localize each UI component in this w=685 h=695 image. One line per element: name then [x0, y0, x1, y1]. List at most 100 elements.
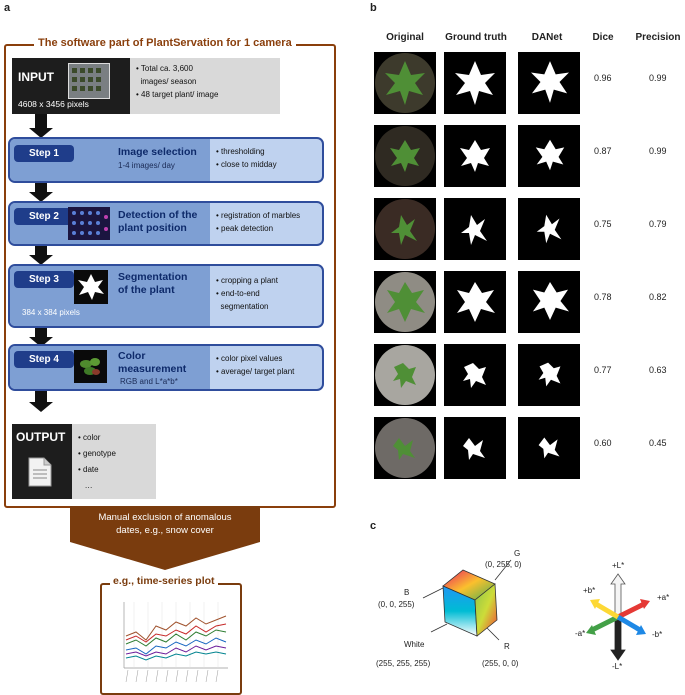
step-4-bullet: • average/ target plant — [216, 367, 295, 376]
step-3-title: Segmentation of the plant — [118, 271, 187, 297]
r-label: R — [504, 642, 510, 651]
input-bullet: • 48 target plant/ image — [136, 90, 219, 99]
original-image — [374, 344, 436, 411]
dice-value: 0.96 — [594, 73, 612, 83]
flow-arrow-head — [29, 128, 53, 138]
danet-mask — [518, 344, 580, 411]
step-2-badge: Step 2 — [14, 208, 74, 225]
input-bullet: images/ season — [136, 77, 197, 86]
step-4-badge: Step 4 — [14, 351, 74, 368]
step-1-bullet: • thresholding — [216, 147, 265, 156]
exclusion-text: dates, e.g., snow cover — [116, 525, 214, 536]
step-2-title-line: Detection of the — [118, 209, 198, 221]
step-1-bullets: • thresholding • close to midday — [216, 145, 277, 171]
output-box: OUTPUT — [12, 424, 72, 499]
step-4-bullet: • color pixel values — [216, 354, 283, 363]
output-bullet: • color — [78, 433, 101, 442]
step-1-box: Step 1 Image selection 1-4 images/ day •… — [8, 137, 324, 183]
precision-value: 0.63 — [649, 365, 667, 375]
plus-b-label: +b* — [583, 586, 596, 595]
step-4-sub: RGB and L*a*b* — [120, 377, 178, 386]
flow-arrow-head — [29, 192, 53, 202]
exclusion-text: Manual exclusion of anomalous — [98, 512, 232, 523]
precision-value: 0.99 — [649, 73, 667, 83]
original-image — [374, 198, 436, 265]
step-4-title-line: measurement — [118, 363, 187, 375]
original-image — [374, 125, 436, 192]
dice-value: 0.77 — [594, 365, 612, 375]
flow-arrow-head — [29, 402, 53, 412]
input-details: • Total ca. 3,600 images/ season • 48 ta… — [130, 58, 280, 114]
white-value: (255, 255, 255) — [376, 659, 431, 668]
danet-mask — [518, 417, 580, 484]
step-1-sub: 1-4 images/ day — [118, 161, 175, 170]
timeseries-thumbnail — [112, 596, 232, 686]
danet-mask — [518, 52, 580, 119]
ground-truth-mask — [444, 125, 506, 192]
dice-value: 0.78 — [594, 292, 612, 302]
flow-arrow-stem — [35, 243, 47, 255]
step-1-badge: Step 1 — [14, 145, 74, 162]
plus-l-label: +L* — [612, 561, 625, 570]
flow-arrow-stem — [35, 325, 47, 337]
ground-truth-mask — [444, 271, 506, 338]
output-title: OUTPUT — [16, 430, 66, 444]
precision-value: 0.99 — [649, 146, 667, 156]
document-icon — [28, 457, 52, 492]
precision-value: 0.82 — [649, 292, 667, 302]
flow-arrow-head — [29, 337, 53, 347]
header-precision: Precision — [635, 32, 681, 43]
ground-truth-mask — [444, 417, 506, 484]
input-camera-image — [68, 63, 110, 99]
step-4-title: Color measurement — [118, 350, 186, 376]
step-3-badge: Step 3 — [14, 271, 74, 288]
flow-arrow-stem — [35, 114, 47, 128]
flow-arrow-head — [29, 255, 53, 265]
flow-arrow-stem — [35, 180, 47, 192]
danet-mask — [518, 271, 580, 338]
output-bullet: • genotype — [78, 449, 116, 458]
minus-l-label: -L* — [612, 662, 623, 671]
panel-b-letter: b — [370, 2, 377, 14]
rgb-cube-diagram — [365, 540, 565, 690]
step-2-marble-image — [68, 207, 110, 240]
step-2-title-line: plant position — [118, 222, 187, 234]
precision-value: 0.79 — [649, 219, 667, 229]
step-3-bullet: • end-to-end — [216, 289, 260, 298]
danet-mask — [518, 125, 580, 192]
flow-arrow-stem — [35, 388, 47, 402]
step-4-box: Step 4 Color measurement RGB and L*a*b* … — [8, 344, 324, 391]
step-2-bullet: • peak detection — [216, 224, 274, 233]
step-1-title: Image selection — [118, 146, 197, 158]
b-label: B — [404, 588, 410, 597]
step-2-bullets: • registration of marbles • peak detecti… — [216, 209, 300, 235]
input-bullet: • Total ca. 3,600 — [136, 64, 193, 73]
white-label: White — [404, 640, 425, 649]
plus-a-label: +a* — [657, 593, 670, 602]
step-3-title-line: Segmentation — [118, 271, 188, 283]
step-2-box: Step 2 Detection of the plant position •… — [8, 201, 324, 246]
minus-a-label: -a* — [575, 629, 586, 638]
step-3-title-line: of the plant — [118, 284, 175, 296]
step-3-mask-image — [74, 270, 108, 304]
g-label: G — [514, 549, 521, 558]
precision-value: 0.45 — [649, 438, 667, 448]
panel-a-letter: a — [4, 2, 11, 14]
b-value: (0, 0, 255) — [378, 600, 415, 609]
step-3-sub: 384 x 384 pixels — [22, 308, 80, 317]
output-details: • color • genotype • date … — [72, 424, 156, 499]
header-original: Original — [386, 32, 424, 43]
step-1-bullet: • close to midday — [216, 160, 277, 169]
step-4-bullets: • color pixel values • average/ target p… — [216, 352, 294, 378]
lab-axes-diagram — [578, 572, 658, 662]
panel-c-letter: c — [370, 520, 377, 532]
step-4-color-image — [74, 350, 107, 383]
original-image — [374, 271, 436, 338]
exclusion-arrow: Manual exclusion of anomalous dates, e.g… — [70, 506, 260, 542]
original-image — [374, 52, 436, 119]
step-3-bullet: • cropping a plant — [216, 276, 278, 285]
output-bullet: • date — [78, 465, 99, 474]
step-3-bullet: segmentation — [216, 302, 269, 311]
ground-truth-mask — [444, 52, 506, 119]
step-2-bullet: • registration of marbles — [216, 211, 301, 220]
